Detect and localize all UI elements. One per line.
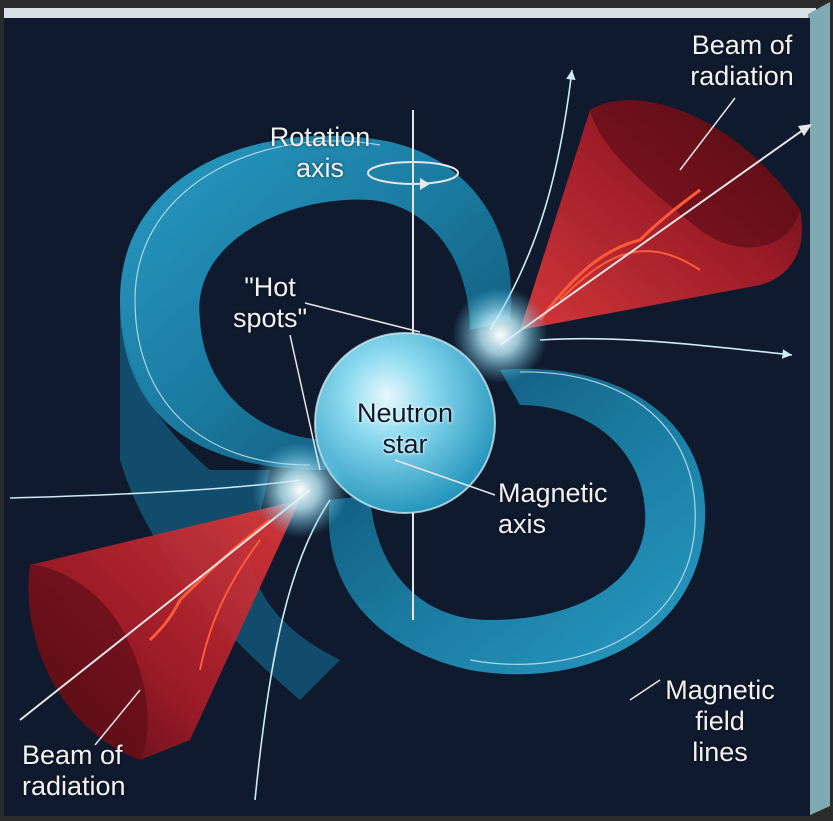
neutron-star bbox=[315, 333, 495, 513]
label-neutron-star: Neutron star bbox=[356, 398, 454, 459]
leader-magnetic-axis bbox=[394, 459, 496, 496]
beam-streak-4 bbox=[199, 539, 261, 671]
field-lobe-upper bbox=[120, 135, 512, 471]
beam-top-rim bbox=[590, 100, 800, 248]
beam-axis-bottom bbox=[19, 489, 311, 721]
beam-axis-top bbox=[499, 124, 811, 346]
field-line-lobe-lower bbox=[469, 371, 696, 665]
label-magnetic-axis: Magnetic axis bbox=[498, 478, 608, 539]
label-rotation-axis: Rotation axis bbox=[269, 122, 371, 183]
label-beam-top: Beam of radiation bbox=[690, 30, 794, 91]
field-lobe-lower bbox=[328, 368, 706, 675]
beam-bottom-rim bbox=[28, 565, 148, 760]
hot-spot-top bbox=[452, 287, 548, 383]
label-field-lines: Magnetic field lines bbox=[665, 675, 775, 767]
beam-streak-1 bbox=[538, 188, 701, 321]
beam-axis-arrowhead bbox=[798, 124, 812, 136]
field-lobe-left-shadow bbox=[120, 300, 340, 700]
leader-beam-top bbox=[679, 97, 736, 171]
side-panel bbox=[808, 2, 830, 816]
beam-streak-3 bbox=[148, 518, 271, 642]
leader-beam-bottom bbox=[94, 689, 141, 746]
leader-field-lines bbox=[629, 679, 661, 701]
label-hot-spots: "Hot spots" bbox=[232, 272, 308, 333]
rotation-arrow bbox=[367, 161, 459, 185]
field-line-lobe-upper bbox=[134, 140, 381, 466]
leader-hot-spot-bottom bbox=[289, 334, 321, 471]
label-beam-bottom: Beam of radiation bbox=[22, 740, 126, 801]
field-line-right bbox=[539, 337, 793, 359]
rotation-arrowhead bbox=[420, 178, 430, 190]
top-edge bbox=[4, 8, 816, 20]
hot-spot-bottom bbox=[252, 442, 348, 538]
leader-hot-spot-top bbox=[304, 302, 421, 333]
beam-streak-2 bbox=[559, 250, 701, 301]
star-rim bbox=[314, 332, 496, 514]
